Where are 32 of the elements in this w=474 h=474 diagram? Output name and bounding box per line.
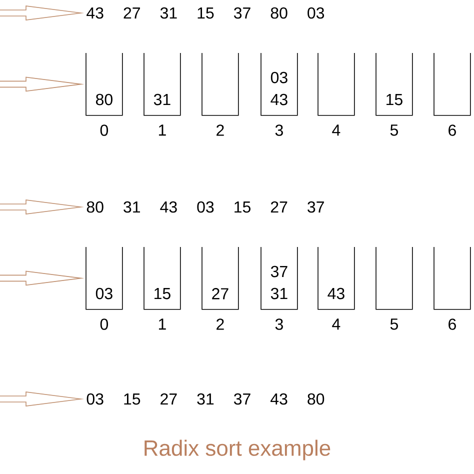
bucket: 37 31	[260, 246, 298, 310]
number-sequence: 03 15 27 31 37 43 80	[86, 393, 324, 405]
bucket: 31	[144, 52, 181, 116]
bucket-number: 4	[332, 124, 340, 136]
bucket	[434, 246, 471, 310]
bucket	[318, 52, 355, 116]
bucket: 43	[318, 246, 355, 310]
number-sequence: 43 27 31 15 37 80 03	[86, 7, 324, 19]
number-sequence: 80 31 43 03 15 27 37	[86, 201, 324, 213]
bucket-number: 0	[100, 124, 108, 136]
bucket: 80	[86, 52, 123, 116]
bucket-number: 2	[216, 124, 224, 136]
bucket	[434, 52, 471, 116]
bucket-number: 0	[100, 318, 108, 330]
bucket-number: 2	[216, 318, 224, 330]
bucket-number: 1	[158, 318, 166, 330]
bucket-number: 6	[448, 318, 456, 330]
bucket-number: 3	[275, 318, 283, 330]
bucket: 15	[144, 246, 181, 310]
bucket	[376, 246, 413, 310]
bucket	[202, 52, 239, 116]
bucket-number: 5	[390, 124, 398, 136]
bucket-number: 6	[448, 124, 456, 136]
bucket-number: 5	[390, 318, 398, 330]
bucket: 03 43	[260, 52, 298, 116]
bucket-number: 3	[275, 124, 283, 136]
caption: Radix sort example	[144, 440, 330, 460]
bucket: 27	[202, 246, 239, 310]
bucket: 15	[376, 52, 413, 116]
bucket-number: 4	[332, 318, 340, 330]
bucket-number: 1	[158, 124, 166, 136]
bucket: 03	[86, 246, 123, 310]
